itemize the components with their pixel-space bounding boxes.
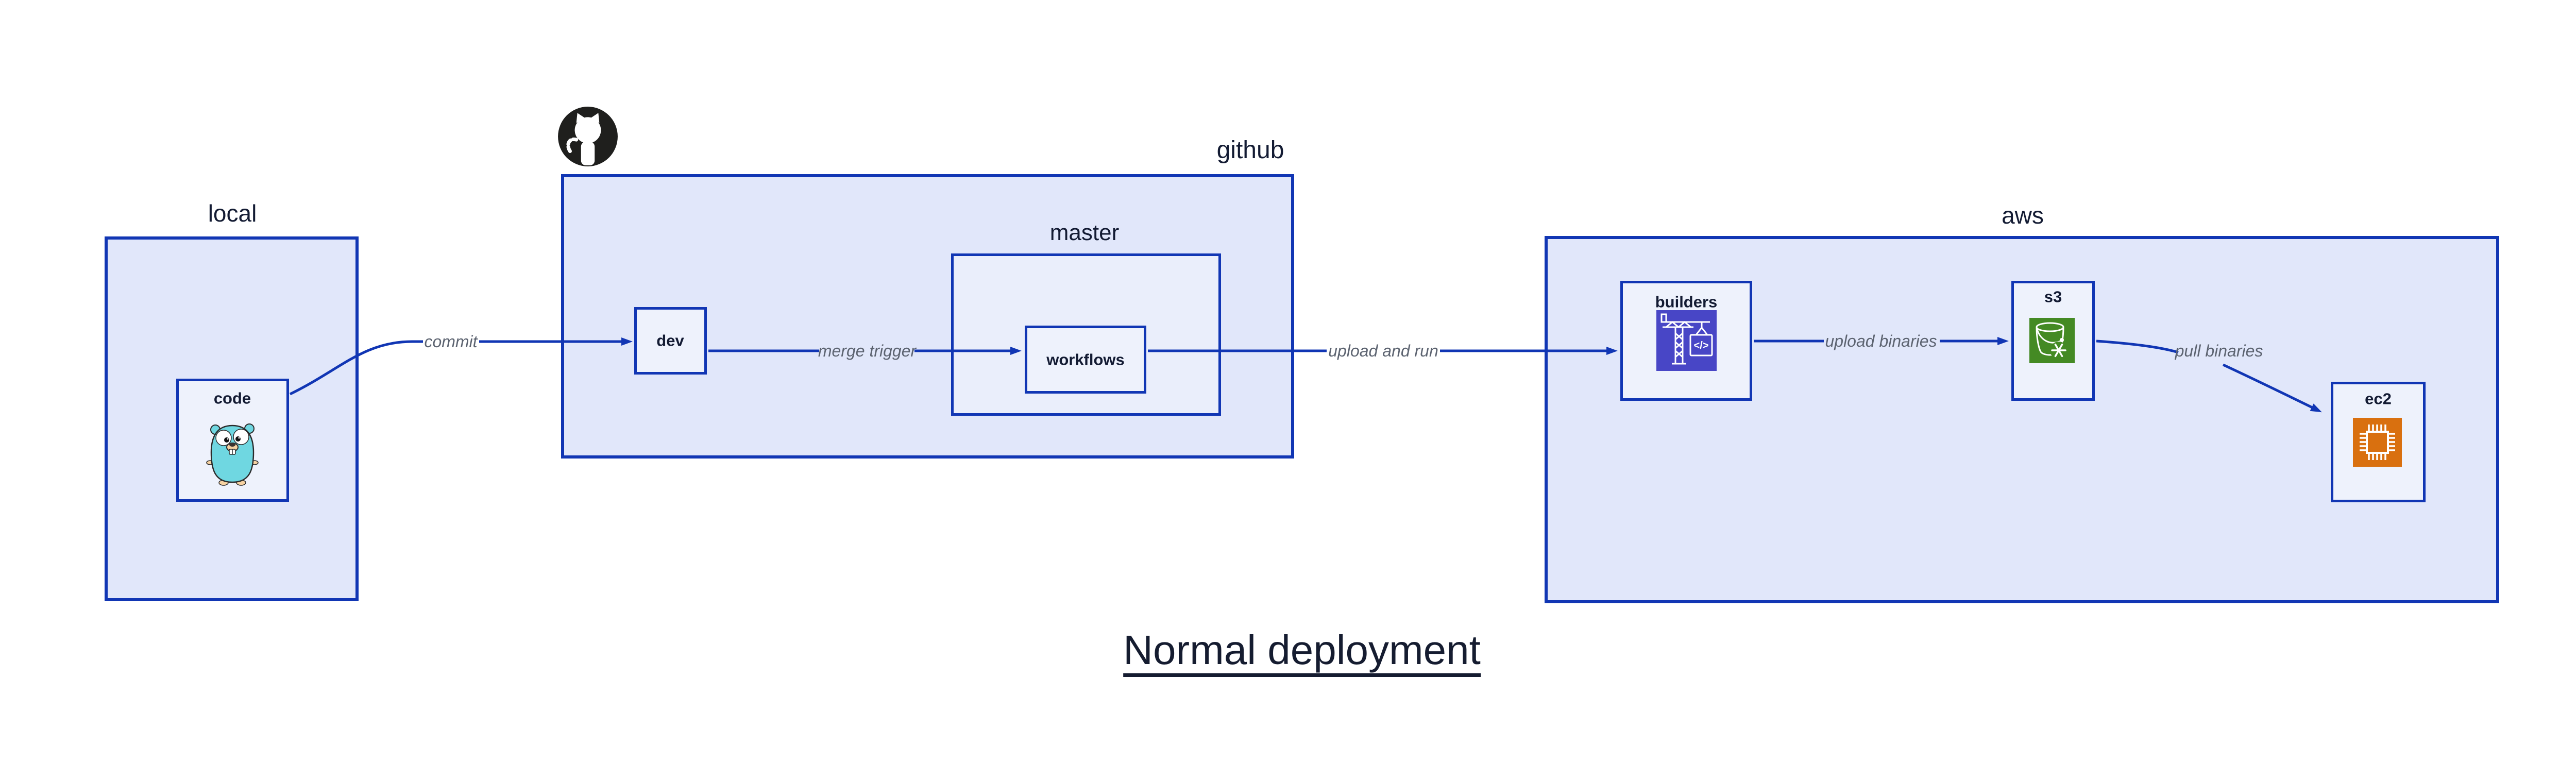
code-node-label: code: [213, 389, 251, 408]
github-octocat-icon: [556, 105, 619, 168]
dev-node-box: [634, 307, 707, 375]
svg-text:</>: </>: [1694, 340, 1709, 351]
workflows-node-box: [1025, 326, 1146, 394]
master-group-label: master: [1049, 220, 1120, 245]
s3-node-label: s3: [2044, 287, 2062, 306]
ec2-node-label: ec2: [2365, 389, 2392, 408]
aws-group-label: aws: [2002, 202, 2044, 229]
codebuild-crane-icon: </>: [1656, 310, 1717, 371]
s3-glacier-bucket-icon: [2029, 318, 2075, 363]
commit-edge-label: commit: [424, 332, 478, 351]
merge-trigger-edge-label: merge trigger: [818, 342, 917, 360]
github-group-label: github: [1216, 137, 1284, 164]
workflows-node-label: workflows: [1046, 350, 1125, 369]
builders-node-label: builders: [1655, 293, 1718, 311]
upload-binaries-edge-label: upload binaries: [1825, 332, 1937, 350]
dev-node-label: dev: [656, 331, 684, 350]
ec2-chip-icon: [2353, 418, 2402, 467]
local-group-label: local: [208, 200, 257, 227]
go-gopher-icon: [204, 421, 261, 486]
pull-binaries-edge-label: pull binaries: [2175, 342, 2263, 360]
builders-node-box: [1620, 281, 1752, 401]
upload-and-run-edge-label: upload and run: [1328, 342, 1438, 360]
diagram-title: Normal deployment: [1123, 630, 1481, 677]
